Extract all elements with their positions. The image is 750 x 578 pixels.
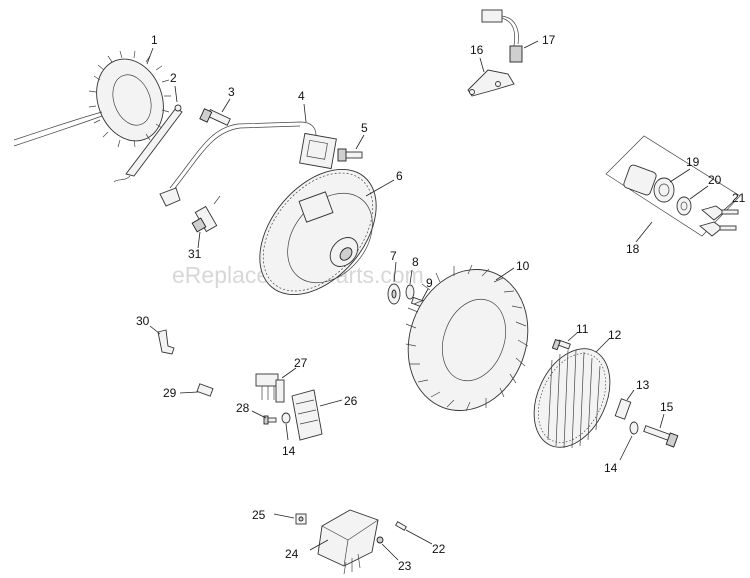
label-16: 16: [470, 43, 484, 57]
bolt-part-5[interactable]: [337, 148, 363, 162]
label-17: 17: [542, 33, 556, 47]
spacer-part-8[interactable]: [405, 284, 415, 300]
bolt-part-15[interactable]: [643, 425, 679, 448]
washer-part-14-left[interactable]: [281, 412, 291, 424]
switch-part-19[interactable]: [623, 164, 675, 203]
nut-part-25[interactable]: [295, 513, 307, 525]
label-24: 24: [285, 547, 299, 561]
label-11: 11: [576, 322, 589, 336]
label-10: 10: [516, 259, 530, 273]
label-21: 21: [732, 191, 746, 205]
regulator-part-24[interactable]: [317, 509, 379, 575]
label-7: 7: [390, 249, 397, 263]
nut-part-23[interactable]: [376, 536, 384, 544]
label-14-right: 14: [604, 461, 618, 475]
connector-part-29[interactable]: [196, 383, 214, 397]
label-30: 30: [136, 314, 150, 328]
label-12: 12: [608, 328, 622, 342]
label-27: 27: [294, 356, 308, 370]
screw-part-28[interactable]: [263, 415, 277, 425]
label-2: 2: [170, 71, 177, 85]
screw-part-3[interactable]: [199, 108, 231, 126]
spark-plug-part[interactable]: [191, 195, 221, 233]
label-4: 4: [298, 89, 305, 103]
screw-part-22[interactable]: [395, 521, 407, 531]
clip-part-30[interactable]: [157, 329, 175, 355]
label-18: 18: [626, 242, 640, 256]
label-26: 26: [344, 394, 358, 408]
label-29: 29: [163, 386, 177, 400]
label-15: 15: [660, 400, 674, 414]
label-20: 20: [708, 173, 722, 187]
label-31: 31: [188, 247, 202, 261]
key-switch-kit[interactable]: [605, 135, 741, 237]
label-19: 19: [686, 155, 700, 169]
washer-part-7[interactable]: [387, 283, 401, 305]
label-6: 6: [396, 169, 403, 183]
bracket-part-2[interactable]: [113, 104, 183, 183]
sensor-part-17[interactable]: [481, 9, 523, 63]
label-13: 13: [636, 378, 650, 392]
spacer-part-13[interactable]: [614, 398, 632, 420]
stator-part[interactable]: [13, 50, 174, 151]
label-3: 3: [228, 85, 235, 99]
label-1: 1: [151, 33, 158, 47]
screen-part[interactable]: [519, 337, 625, 460]
nut-part-20[interactable]: [676, 196, 692, 216]
label-8: 8: [412, 255, 419, 269]
label-28: 28: [236, 401, 250, 415]
label-9: 9: [426, 276, 433, 290]
terminal-part-27[interactable]: [255, 373, 285, 403]
flywheel-part[interactable]: [236, 147, 399, 316]
label-5: 5: [361, 121, 368, 135]
bracket-part-16[interactable]: [467, 69, 515, 97]
washer-part-14-right[interactable]: [629, 421, 639, 435]
rectifier-part-26[interactable]: [291, 389, 323, 441]
label-23: 23: [398, 559, 412, 573]
label-22: 22: [432, 542, 446, 556]
fan-part[interactable]: [389, 253, 547, 428]
keys-part-21[interactable]: [699, 205, 739, 237]
label-25: 25: [252, 508, 266, 522]
label-14-left: 14: [282, 444, 296, 458]
screw-part-11[interactable]: [551, 338, 571, 351]
ignition-module-part[interactable]: [159, 121, 337, 207]
